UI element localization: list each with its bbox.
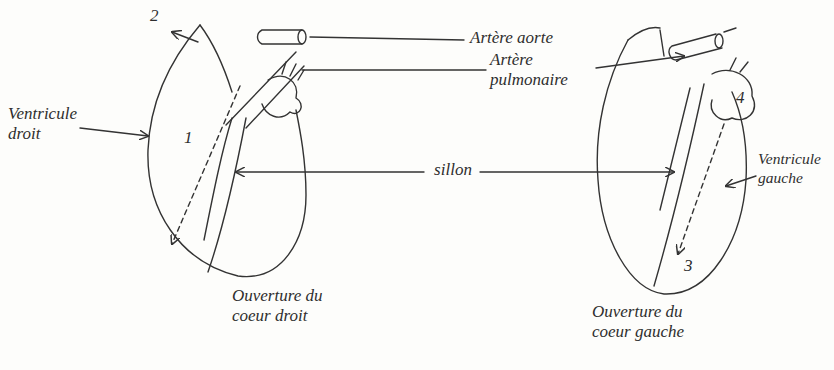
groove-line	[654, 84, 704, 286]
heart-outline	[597, 40, 746, 294]
callout-number: 3	[684, 256, 704, 276]
leader-line	[80, 128, 148, 136]
leader-line	[236, 171, 424, 172]
leader-line	[480, 171, 674, 172]
groove-line	[660, 88, 690, 210]
callout-number: 4	[736, 88, 756, 108]
aorta-tube	[258, 30, 303, 44]
leader-line	[726, 176, 756, 186]
callout-number: 1	[184, 128, 204, 148]
flow-arrow	[172, 86, 240, 244]
part-label: Artère pulmonaire	[490, 50, 590, 91]
vessel-stubs	[660, 28, 736, 56]
heart-top	[628, 28, 660, 41]
aorta-tube	[669, 34, 722, 60]
heart-outline	[148, 25, 306, 277]
part-label: Artère aorte	[470, 28, 620, 48]
callout-number: 2	[150, 6, 170, 26]
leader-line	[596, 56, 684, 68]
part-label: Ventricule gauche	[758, 150, 830, 187]
aorta-end	[298, 30, 306, 44]
auricle	[711, 70, 754, 119]
part-label: Ventricule droit	[8, 104, 78, 145]
part-label: Ouverture du coeur droit	[232, 286, 362, 327]
leader-line	[310, 37, 464, 40]
heart-top	[200, 25, 232, 92]
leader-line	[302, 69, 486, 70]
flow-arrow	[172, 32, 198, 42]
flow-arrow	[678, 124, 724, 254]
vessel-stubs	[730, 58, 748, 72]
auricle	[262, 76, 301, 117]
part-label: Ouverture du coeur gauche	[592, 302, 722, 343]
vessel-stubs	[282, 62, 304, 80]
part-label: sillon	[428, 160, 478, 180]
aorta-end	[715, 34, 723, 48]
